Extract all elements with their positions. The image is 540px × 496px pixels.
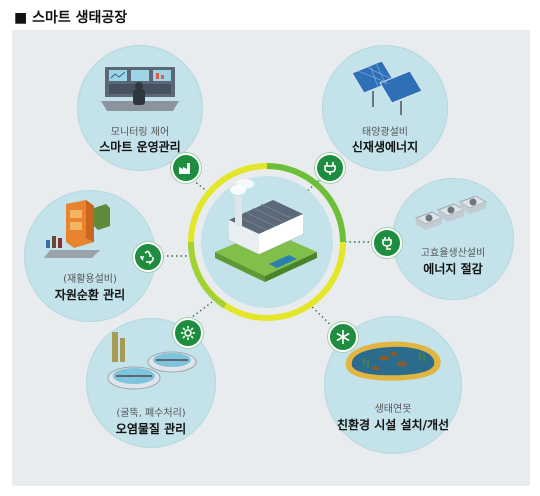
solar-panel-illustration [351, 60, 423, 115]
wastewater-treatment-illustration [107, 332, 197, 390]
eco-sub: 생태연못 [374, 404, 412, 415]
badge-pollution [173, 318, 203, 348]
badge-resource [133, 242, 163, 272]
page-title: ■ 스마트 생태공장 [14, 10, 128, 26]
pollution-main: 오염물질 관리 [115, 422, 187, 436]
smart-ops-main: 스마트 운영관리 [99, 140, 181, 154]
eco-main: 친환경 시설 설치/개선 [336, 418, 450, 432]
connector-eco [309, 304, 337, 331]
smart-ops-sub: 모니터링 제어 [110, 127, 170, 138]
center-factory[interactable] [185, 160, 349, 324]
bubble-energy-save[interactable]: 고효율생산설비 에너지 절감 [392, 178, 514, 300]
bubble-renewable[interactable]: 태양광설비 신재생에너지 [322, 45, 448, 171]
badge-smart-ops [171, 153, 201, 183]
plug-icon [324, 162, 336, 175]
badge-energy-save [372, 228, 402, 258]
badge-renewable [315, 153, 345, 183]
resource-main: 자원순환 관리 [54, 288, 126, 302]
bubble-eco[interactable]: 생태연못 친환경 시설 설치/개선 [324, 316, 462, 454]
energy-save-sub: 고효율생산설비 [420, 248, 486, 259]
gear-icon [181, 326, 195, 340]
ring-green-arc [266, 163, 346, 243]
power-plug-icon [382, 237, 392, 250]
factory-icon [179, 163, 190, 174]
badge-eco [328, 322, 358, 352]
renewable-main: 신재생에너지 [351, 140, 419, 154]
energy-save-main: 에너지 절감 [423, 262, 483, 276]
recycle-icon [140, 250, 154, 265]
pollution-sub: (굴뚝, 폐수처리) [116, 408, 186, 419]
connector-pollution [174, 301, 213, 331]
snowflake-icon [336, 330, 350, 344]
renewable-sub: 태양광설비 [362, 127, 408, 138]
efficient-equipment-illustration [414, 196, 488, 230]
bubble-pollution[interactable]: (굴뚝, 폐수처리) 오염물질 관리 [86, 318, 216, 448]
control-room-illustration [101, 67, 179, 111]
recycling-equipment-illustration [44, 200, 110, 258]
bubble-smart-ops[interactable]: 모니터링 제어 스마트 운영관리 [77, 45, 203, 171]
eco-pond-illustration [345, 341, 441, 381]
resource-sub: (재활용설비) [63, 274, 117, 285]
ring-green-arc-2 [187, 241, 227, 309]
factory-illustration [215, 179, 317, 282]
